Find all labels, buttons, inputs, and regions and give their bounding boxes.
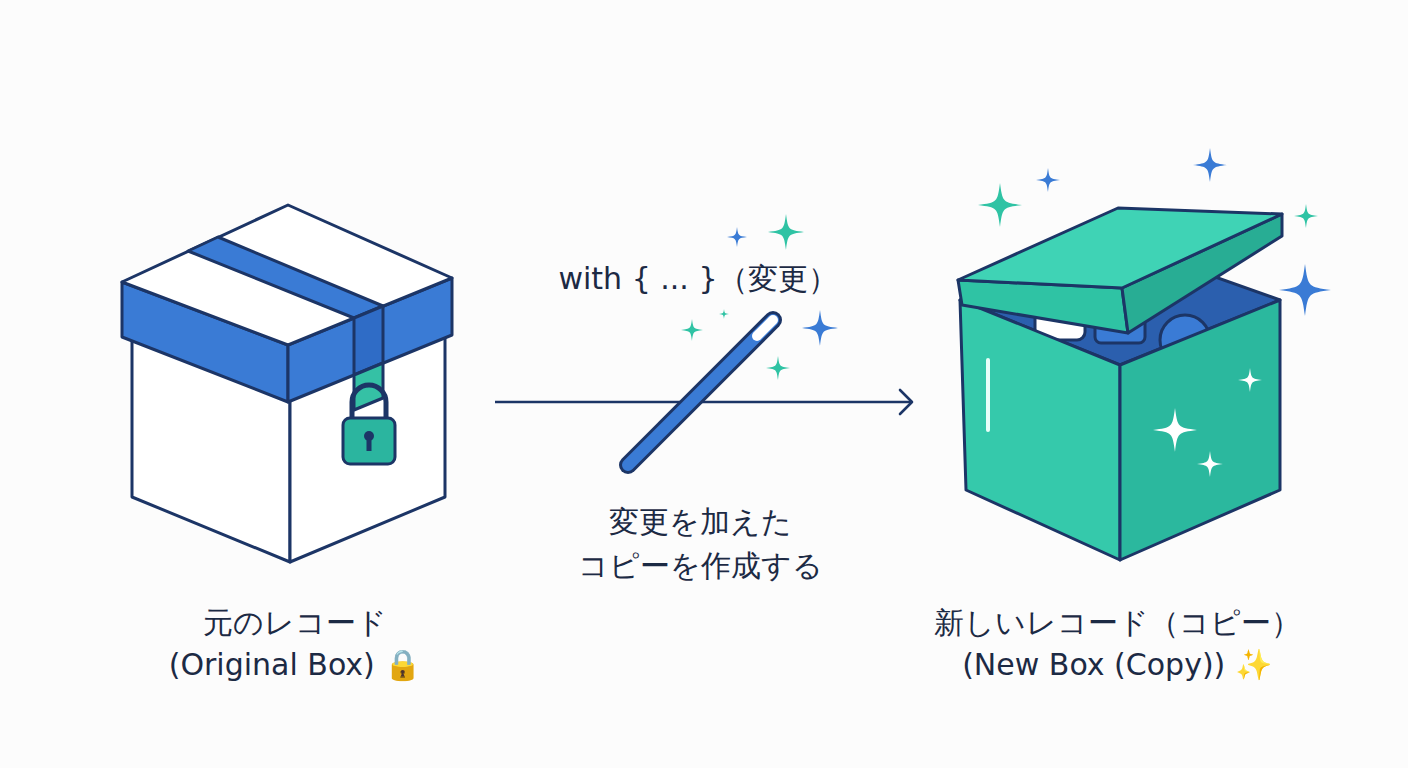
record-subtitle: (New Box (Copy)) ✨ <box>962 644 1272 686</box>
record-box: 元のレコード(Original Box) 🔒 <box>95 180 495 700</box>
padlock <box>343 385 395 464</box>
sparkles <box>978 148 1331 477</box>
closed-box <box>122 205 452 562</box>
operation-label: with { ... }（変更） <box>558 258 837 300</box>
record-subtitle: (Original Box) 🔒 <box>169 644 422 686</box>
sparkles <box>681 214 838 380</box>
open-box <box>958 208 1282 560</box>
record-title: 新しいレコード（コピー） <box>934 602 1301 644</box>
record-box: 新しいレコード（コピー）(New Box (Copy)) ✨ <box>912 180 1322 700</box>
copy-arrow <box>495 401 912 404</box>
edge-label: 変更を加えた コピーを作成する <box>555 500 845 587</box>
record-title: 元のレコード <box>203 602 387 644</box>
magic-wand <box>628 320 773 465</box>
